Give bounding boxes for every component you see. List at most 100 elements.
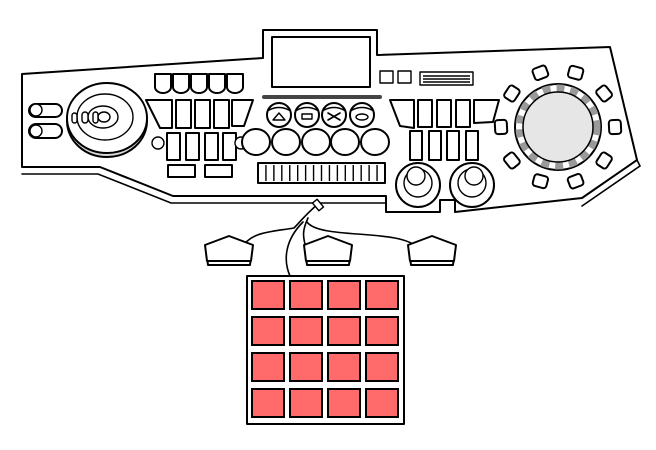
- jog-button[interactable]: [81, 111, 89, 124]
- foot-pedal[interactable]: [303, 235, 353, 266]
- pedal-top: [204, 235, 254, 262]
- drum-pad[interactable]: [251, 352, 285, 382]
- foot-pedal[interactable]: [407, 235, 457, 266]
- drum-pad[interactable]: [365, 316, 399, 346]
- fader-button[interactable]: [175, 99, 192, 129]
- right-platter[interactable]: [493, 64, 623, 190]
- cable: [285, 221, 304, 277]
- pad-button[interactable]: [222, 132, 237, 161]
- trapezoid-button[interactable]: [145, 99, 173, 129]
- mode-button[interactable]: [266, 102, 292, 128]
- trapezoid-button[interactable]: [473, 99, 500, 124]
- wheel-button[interactable]: [531, 64, 550, 82]
- fader-button[interactable]: [455, 99, 471, 128]
- wheel-button[interactable]: [595, 84, 613, 103]
- left-side-buttons: [28, 103, 63, 139]
- performance-button[interactable]: [241, 128, 271, 156]
- led-strip: [262, 95, 382, 99]
- left-deck-controls: [145, 73, 254, 178]
- drum-pad[interactable]: [251, 316, 285, 346]
- side-button-cap: [29, 103, 43, 117]
- performance-button[interactable]: [360, 128, 390, 156]
- small-button[interactable]: [397, 70, 412, 84]
- drum-pad[interactable]: [365, 280, 399, 310]
- pad-button[interactable]: [409, 130, 423, 161]
- top-button[interactable]: [208, 73, 226, 94]
- knob-cap: [464, 166, 484, 186]
- wheel-button[interactable]: [493, 118, 509, 136]
- drum-pad[interactable]: [365, 388, 399, 418]
- top-button[interactable]: [154, 73, 172, 94]
- performance-button[interactable]: [330, 128, 360, 156]
- mode-button[interactable]: [321, 102, 347, 128]
- fader-button[interactable]: [194, 99, 211, 129]
- wheel-button[interactable]: [595, 151, 613, 170]
- mode-button[interactable]: [349, 102, 375, 128]
- top-button[interactable]: [190, 73, 208, 94]
- fader-strip[interactable]: [257, 162, 386, 184]
- pad-button[interactable]: [185, 132, 200, 161]
- pad-button[interactable]: [428, 130, 442, 161]
- performance-button[interactable]: [271, 128, 301, 156]
- top-button[interactable]: [172, 73, 190, 94]
- drum-pad[interactable]: [289, 280, 323, 310]
- connector: [311, 198, 325, 212]
- knob[interactable]: [449, 162, 495, 208]
- cable: [241, 203, 319, 249]
- small-knob[interactable]: [151, 136, 165, 150]
- drum-pad[interactable]: [327, 352, 361, 382]
- fader-button[interactable]: [213, 99, 230, 129]
- trapezoid-button[interactable]: [231, 99, 254, 127]
- pad-button[interactable]: [166, 132, 181, 161]
- trapezoid-button[interactable]: [389, 99, 415, 129]
- drum-pad[interactable]: [327, 316, 361, 346]
- side-button-cap: [29, 124, 43, 138]
- square-icon: [301, 113, 313, 120]
- function-button[interactable]: [167, 164, 196, 178]
- drum-pad[interactable]: [289, 352, 323, 382]
- jog-button[interactable]: [92, 111, 99, 124]
- fader-button[interactable]: [417, 99, 433, 128]
- pad-button[interactable]: [465, 130, 479, 161]
- pad-button[interactable]: [446, 130, 460, 161]
- triangle-icon: [272, 112, 286, 121]
- body-edge: [21, 173, 387, 204]
- wheel-button[interactable]: [566, 64, 585, 81]
- mode-button-highlight: [323, 106, 345, 111]
- circle-icon: [355, 113, 369, 121]
- drum-pad[interactable]: [289, 316, 323, 346]
- foot-pedal[interactable]: [204, 235, 254, 266]
- jog-button[interactable]: [71, 112, 78, 124]
- left-jog-wheel[interactable]: [66, 82, 148, 158]
- top-button[interactable]: [226, 73, 244, 94]
- knob[interactable]: [395, 162, 441, 208]
- mode-button[interactable]: [294, 102, 320, 128]
- pad-button[interactable]: [204, 132, 219, 161]
- mode-button-highlight: [296, 106, 318, 111]
- pedal-top: [407, 235, 457, 262]
- wheel-button[interactable]: [566, 172, 585, 190]
- mode-button-highlight: [351, 106, 373, 111]
- knob-cap: [406, 166, 426, 186]
- function-button[interactable]: [204, 164, 233, 178]
- drum-pad[interactable]: [251, 388, 285, 418]
- jog-wheel-center: [97, 111, 111, 123]
- foot-pedals: [204, 235, 457, 266]
- drum-pad[interactable]: [327, 280, 361, 310]
- drum-pad[interactable]: [327, 388, 361, 418]
- drum-pad[interactable]: [289, 388, 323, 418]
- small-button[interactable]: [379, 70, 394, 84]
- led-ring: [515, 84, 601, 170]
- right-deck-controls: [389, 99, 500, 161]
- performance-button[interactable]: [301, 128, 331, 156]
- fader-button[interactable]: [436, 99, 452, 128]
- wheel-button[interactable]: [607, 118, 623, 136]
- drum-pad[interactable]: [251, 280, 285, 310]
- wheel-button[interactable]: [503, 151, 521, 170]
- wheel-button[interactable]: [531, 173, 550, 190]
- wheel-button[interactable]: [503, 84, 521, 103]
- cable: [306, 221, 419, 249]
- pad-grid: [251, 280, 399, 418]
- drum-pad[interactable]: [365, 352, 399, 382]
